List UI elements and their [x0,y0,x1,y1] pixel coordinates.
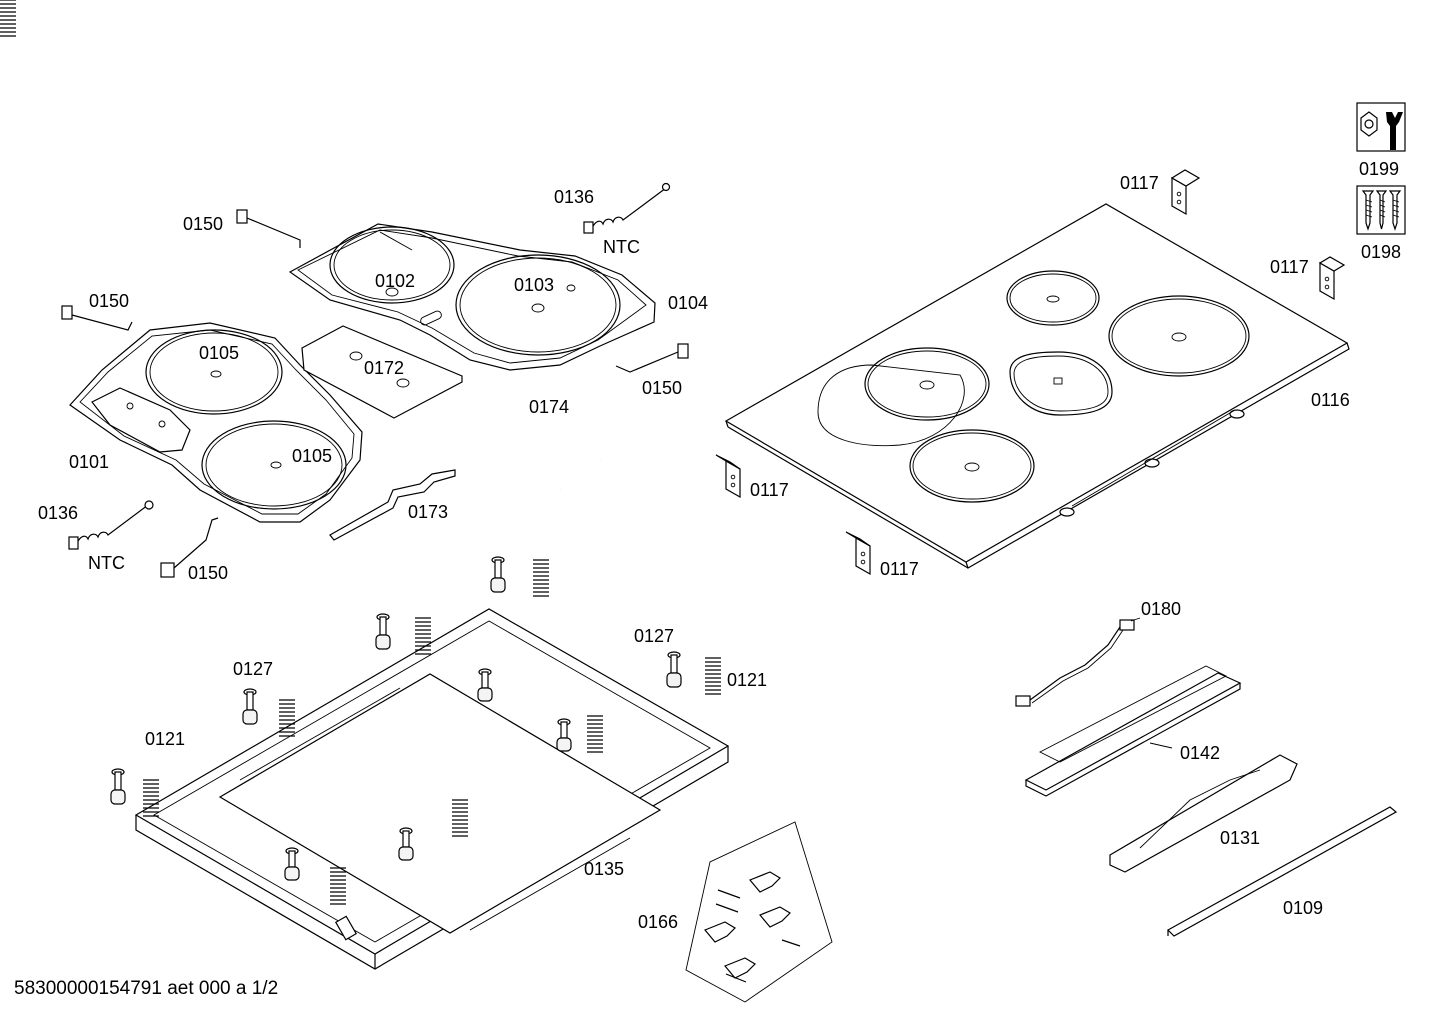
label-0136: 0136 [38,503,78,523]
part-labels: 0150 0136 NTC 0102 0103 0104 0150 0105 0… [38,159,1401,932]
label-0136: 0136 [554,187,594,207]
housing-bracket-0131 [1109,754,1298,873]
foot-0127 [666,651,682,688]
cooktop-glass-0116 [724,203,1350,569]
foot-0127 [284,847,300,881]
label-0117: 0117 [1120,173,1159,193]
clip-0117-top [1170,169,1201,216]
spring-group [0,0,722,905]
label-0127: 0127 [634,626,674,646]
rail-0109 [1167,806,1398,937]
label-0199: 0199 [1359,159,1399,179]
foot-0127 [242,688,258,725]
label-0142: 0142 [1180,743,1220,763]
label-0102: 0102 [375,271,415,291]
label-0117: 0117 [880,559,919,579]
coil-carrier-0101 [69,322,363,523]
label-0103: 0103 [514,275,554,295]
bracket-0173 [329,469,456,541]
coil-carrier-0104 [288,223,656,371]
label-0174: 0174 [529,397,569,417]
label-0166: 0166 [638,912,678,932]
label-0150: 0150 [188,563,228,583]
label-0105: 0105 [292,446,332,466]
label-0180: 0180 [1141,599,1181,619]
label-0101: 0101 [69,452,109,472]
label-0116: 0116 [1311,390,1350,410]
cable-0150-right [615,343,689,373]
shield-plate-0172 [301,325,463,419]
spring-0121 [532,559,550,597]
label-0150: 0150 [642,378,682,398]
foot-0127 [375,613,391,650]
clip-0117-left [715,454,741,499]
label-0150: 0150 [89,291,129,311]
foot-0127 [110,768,126,805]
foot-0127 [477,668,493,702]
leader-lines [1130,617,1173,749]
spring-0121 [704,657,722,695]
document-reference: 58300000154791 aet 000 a 1/2 [14,978,279,999]
label-ntc: NTC [88,553,125,573]
foot-0127 [398,827,414,861]
housing-tray-0135 [134,608,730,970]
label-0172: 0172 [364,358,404,378]
label-0131: 0131 [1220,828,1260,848]
foot-group [110,556,682,881]
screws-icon[interactable] [1356,185,1406,235]
wire-harness-0180 [1015,619,1135,707]
label-0121: 0121 [145,729,185,749]
clip-0117-right [1318,256,1346,301]
clip-0117-bottom [845,531,871,576]
ntc-sensor-0136-top [583,182,671,234]
label-0109: 0109 [1283,898,1323,918]
label-0105: 0105 [199,343,239,363]
label-0104: 0104 [668,293,708,313]
label-ntc: NTC [603,237,640,257]
foot-0127 [490,556,506,593]
label-0150: 0150 [183,214,223,234]
heating-loop-0174 [432,399,601,492]
hardware-kit-0166 [685,821,833,1003]
ntc-sensor-0136-bottom [68,500,154,550]
label-0198: 0198 [1361,242,1401,262]
control-board-0142 [1024,665,1242,797]
label-0173: 0173 [408,502,448,522]
label-0121: 0121 [727,670,767,690]
label-0127: 0127 [233,659,273,679]
cable-0150-left [61,305,133,331]
label-0117: 0117 [750,480,789,500]
foot-0127 [556,718,572,752]
cable-0150-top [236,209,301,248]
label-0117: 0117 [1270,257,1309,277]
wrench-nut-icon[interactable] [1356,102,1406,152]
label-0135: 0135 [584,859,624,879]
cable-0150-bottom [160,517,219,578]
